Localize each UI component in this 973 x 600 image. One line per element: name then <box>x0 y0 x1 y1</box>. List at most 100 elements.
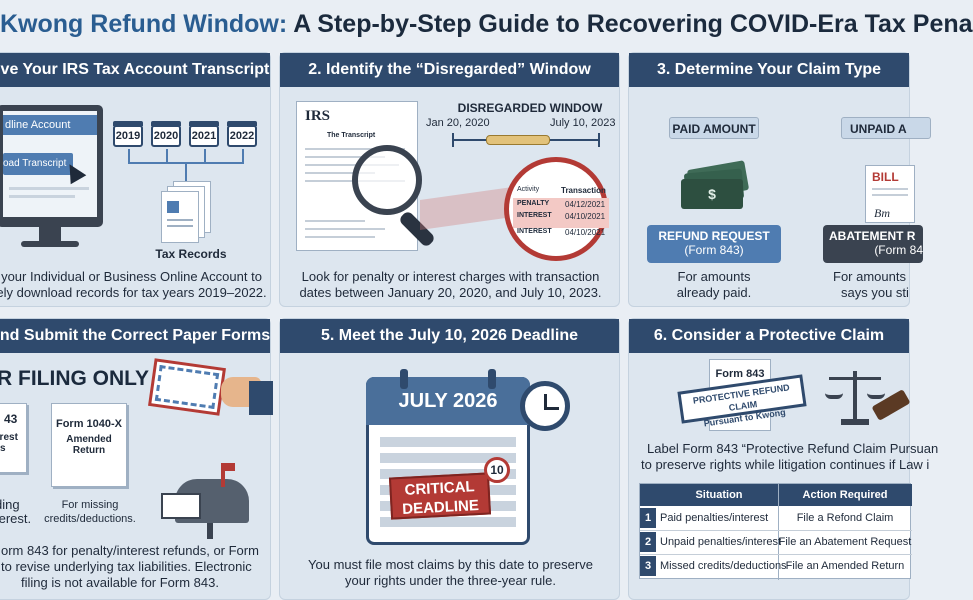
scales-of-justice-icon <box>825 367 885 427</box>
step4-caption-1: orm 843 for penalty/interest refunds, or… <box>1 543 259 558</box>
download-transcript-button[interactable]: oad Transcript <box>3 153 73 175</box>
window-start-date: Jan 20, 2020 <box>426 117 490 129</box>
cash-icon: $ <box>681 160 750 209</box>
form-b-caption-2: credits/deductions. <box>44 513 136 525</box>
step2-caption-2: dates between January 20, 2020, and July… <box>299 285 602 300</box>
abatement-request-form: (Form 84 <box>874 243 923 257</box>
mag-row-2-date: 04/10/2021 <box>565 212 606 221</box>
step6-caption-1: Label Form 843 “Protective Refund Claim … <box>647 441 939 456</box>
title-part-1: Kwong Refund Window: <box>0 10 288 38</box>
bill-label: BILL <box>872 170 899 184</box>
step5-panel: 5. Meet the July 10, 2026 Deadline JULY … <box>279 318 620 600</box>
calendar-month: JULY 2026 <box>366 377 530 425</box>
mag-row-1-label: PENALTY <box>517 200 550 207</box>
mag-row-2-label: INTEREST <box>517 212 552 219</box>
bill-icon: BILL Bm <box>865 165 915 223</box>
tax-records-label: Tax Records <box>155 247 227 261</box>
window-end-date: July 10, 2023 <box>550 117 616 129</box>
form-a-sub-1: erest <box>0 432 18 443</box>
refund-request-title: REFUND REQUEST <box>658 229 770 243</box>
form-a-sub-2: s <box>0 443 6 454</box>
irs-logo: IRS <box>305 108 331 124</box>
paid-caption-1: For amounts <box>677 269 751 284</box>
unpaid-caption-2: says you sti <box>841 285 909 300</box>
mag-row-3-label: INTEREST <box>517 228 552 235</box>
step4-caption-2: to revise underlying tax liabilities. El… <box>1 559 252 574</box>
year-2020-icon: 2020 <box>151 121 181 147</box>
step5-caption-1: You must file most claims by this date t… <box>308 557 593 572</box>
step1-caption-1: your Individual or Business Online Accou… <box>1 269 262 284</box>
form-a-title: 43 <box>4 412 18 426</box>
step2-panel: 2. Identify the “Disregarded” Window IRS… <box>279 52 620 307</box>
page-title: Kwong Refund Window: A Step-by-Step Guid… <box>0 0 973 48</box>
table-header-row <box>640 484 912 506</box>
critical-deadline-stamp: CRITICAL DEADLINE <box>388 472 492 520</box>
step1-header: eve Your IRS Tax Account Transcript <box>0 53 270 87</box>
step6-caption-2: to preserve rights while litigation cont… <box>641 457 930 472</box>
table-header-situation: Situation <box>695 489 743 501</box>
calendar-icon: JULY 2026 CRITICAL DEADLINE 10 <box>366 369 530 545</box>
step3-header: 3. Determine Your Claim Type <box>629 53 909 87</box>
unpaid-amount-label: UNPAID A <box>841 117 931 139</box>
form-a-caption-1: ding <box>0 497 20 512</box>
mag-head-activity: Activity <box>517 186 540 193</box>
window-title: DISREGARDED WINDOW <box>457 101 603 115</box>
mag-row-3-date: 04/10/2021 <box>565 228 606 237</box>
step6-panel: 6. Consider a Protective Claim Form 843 … <box>628 318 939 600</box>
magnifier-icon <box>352 145 422 215</box>
table-row-2-situation: Unpaid penalties/interest <box>660 536 782 548</box>
unpaid-caption-1: For amounts <box>833 269 906 284</box>
abatement-request-box: ABATEMENT R (Form 84 <box>823 225 923 263</box>
mag-row-1-date: 04/12/2021 <box>565 200 606 209</box>
step3-panel: 3. Determine Your Claim Type PAID AMOUNT… <box>628 52 931 307</box>
table-row-3-num: 3 <box>640 556 656 576</box>
step4-header: and Submit the Correct Paper Forms <box>0 319 270 353</box>
form-b-title: Form 1040-X <box>55 418 123 430</box>
table-row-3-action: File an Amended Return <box>785 560 905 572</box>
step5-header: 5. Meet the July 10, 2026 Deadline <box>280 319 619 353</box>
protective-claim-stamp: PROTECTIVE REFUND CLAIM Pursuant to Kwon… <box>677 374 807 429</box>
table-row-1-situation: Paid penalties/interest <box>660 512 769 524</box>
step4-panel: and Submit the Correct Paper Forms R FIL… <box>0 318 273 600</box>
refund-request-box: REFUND REQUEST (Form 843) <box>647 225 781 263</box>
step4-caption-3: filing is not available for Form 843. <box>21 575 219 590</box>
claims-table: Situation Action Required 1 Paid penalti… <box>639 483 912 580</box>
monitor-icon: dline Account oad Transcript <box>0 105 103 255</box>
transcript-doc-title: The Transcript <box>327 132 376 139</box>
form-843-card: 43 erest s <box>0 403 27 473</box>
screen-title: dline Account <box>3 115 97 135</box>
table-row-2-action: File an Abatement Request <box>778 536 912 548</box>
form-a-caption-2: terest. <box>0 511 32 526</box>
form-b-caption-1: For missing <box>61 499 119 511</box>
abatement-request-title: ABATEMENT R <box>829 229 916 243</box>
step1-panel: eve Your IRS Tax Account Transcript dlin… <box>0 52 271 307</box>
paper-filing-banner: R FILING ONLY <box>0 367 150 390</box>
mag-head-transaction: Transaction <box>561 186 606 195</box>
year-2022-icon: 2022 <box>227 121 257 147</box>
form-1040x-card: Form 1040-X Amended Return <box>51 403 127 487</box>
magnified-detail: Activity Transaction PENALTY 04/12/2021 … <box>504 157 609 261</box>
mailbox-icon <box>161 463 251 539</box>
form-b-sub-1: Amended <box>66 434 112 445</box>
window-range-bar <box>486 135 550 145</box>
step2-caption-1: Look for penalty or interest charges wit… <box>301 269 600 284</box>
protective-form-label: Form 843 <box>715 368 765 380</box>
paid-amount-label: PAID AMOUNT <box>669 117 759 139</box>
refund-request-form: (Form 843) <box>684 243 744 257</box>
day-10-badge: 10 <box>484 457 510 483</box>
step6-header: 6. Consider a Protective Claim <box>629 319 909 353</box>
step1-caption-2: ely download records for tax years 2019–… <box>0 285 267 300</box>
envelope-icon <box>148 358 226 416</box>
year-2021-icon: 2021 <box>189 121 219 147</box>
step5-caption-2: your rights under the three-year rule. <box>345 573 556 588</box>
table-header-action: Action Required <box>802 489 888 501</box>
table-row-1-action: File a Refond Claim <box>796 512 894 524</box>
step2-header: 2. Identify the “Disregarded” Window <box>280 53 619 87</box>
year-2019-icon: 2019 <box>113 121 143 147</box>
title-part-2: A Step-by-Step Guide to Recovering COVID… <box>287 10 973 38</box>
table-row-2-num: 2 <box>640 532 656 552</box>
paid-caption-2: already paid. <box>676 285 752 300</box>
tax-records-icon <box>161 181 215 243</box>
table-row-3-situation: Missed credits/deductions <box>660 560 787 572</box>
clock-icon <box>520 381 570 431</box>
